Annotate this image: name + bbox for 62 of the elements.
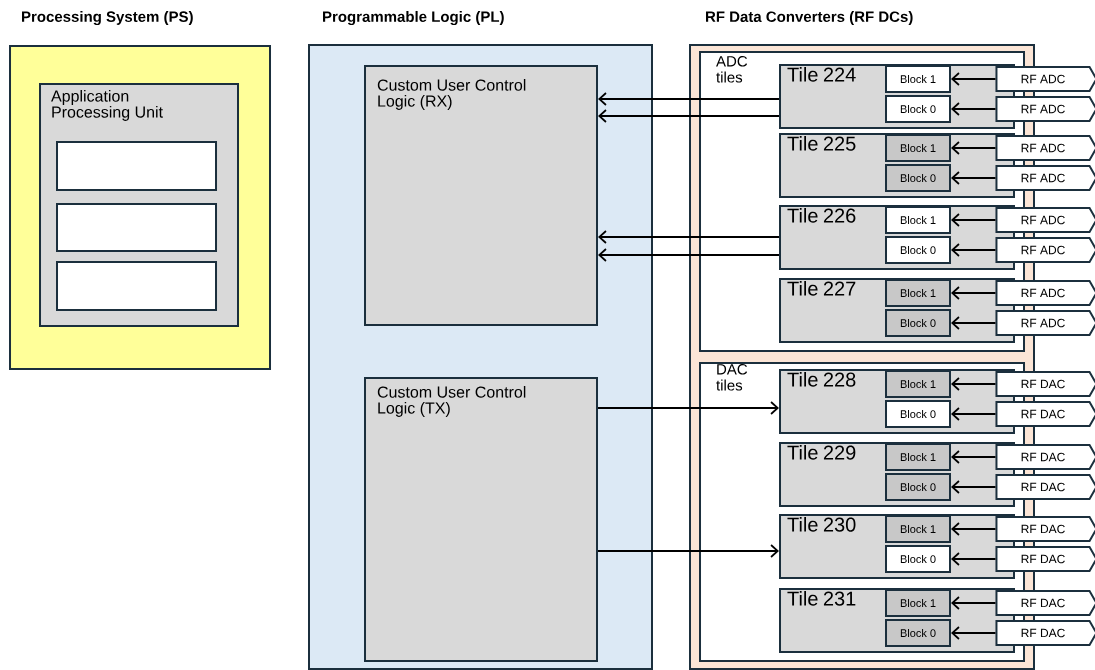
arrow	[951, 141, 997, 155]
arrow	[951, 450, 997, 464]
arrow	[951, 626, 997, 640]
arrow	[951, 102, 997, 116]
port-tag: RF ADC	[995, 135, 1095, 161]
port-tag: RF ADC	[995, 96, 1095, 122]
layer-box	[56, 261, 217, 311]
arrow	[598, 230, 780, 244]
logic-box: Custom User Control Logic (RX)	[364, 65, 598, 326]
port-tag: RF DAC	[995, 546, 1095, 572]
block-box: Block 1	[885, 370, 951, 398]
port-tag: RF DAC	[995, 371, 1095, 397]
arrow	[951, 171, 997, 185]
port-tag: RF DAC	[995, 590, 1095, 616]
block-box: Block 0	[885, 164, 951, 192]
arrow	[951, 596, 997, 610]
block-box: Block 1	[885, 65, 951, 93]
port-tag: RF DAC	[995, 401, 1095, 427]
logic-box: Custom User Control Logic (TX)	[364, 377, 598, 662]
arrow	[598, 109, 780, 123]
arrow	[951, 480, 997, 494]
block-box: Block 0	[885, 400, 951, 428]
arrow	[951, 72, 997, 86]
block-box: Block 1	[885, 206, 951, 234]
arrow	[598, 92, 780, 106]
block-box: Block 1	[885, 589, 951, 617]
arrow	[951, 377, 997, 391]
arrow	[951, 243, 997, 257]
arrow	[951, 286, 997, 300]
port-tag: RF ADC	[995, 310, 1095, 336]
section-heading: RF Data Converters (RF DCs)	[706, 11, 913, 25]
port-tag: RF DAC	[995, 474, 1095, 500]
arrow	[951, 213, 997, 227]
arrow	[951, 552, 997, 566]
arrow	[951, 522, 997, 536]
section-heading: Processing System (PS)	[22, 10, 193, 25]
port-tag: RF ADC	[995, 165, 1095, 191]
port-tag: RF DAC	[995, 516, 1095, 542]
block-box: Block 1	[885, 515, 951, 543]
section-heading: Programmable Logic (PL)	[323, 10, 504, 25]
port-tag: RF ADC	[995, 207, 1095, 233]
arrow	[597, 544, 779, 558]
port-tag: RF ADC	[995, 237, 1095, 263]
block-box: Block 1	[885, 134, 951, 162]
layer-box	[56, 141, 217, 191]
block-box: Block 0	[885, 619, 951, 647]
port-tag: RF DAC	[995, 444, 1095, 470]
block-box: Block 0	[885, 95, 951, 123]
block-box: Block 0	[885, 473, 951, 501]
layer-box	[56, 203, 217, 252]
block-box: Block 0	[885, 236, 951, 264]
block-box: Block 1	[885, 443, 951, 471]
port-tag: RF DAC	[995, 620, 1095, 646]
port-tag: RF ADC	[995, 280, 1095, 306]
arrow	[951, 316, 997, 330]
block-box: Block 0	[885, 545, 951, 573]
arrow	[951, 407, 997, 421]
block-box: Block 1	[885, 279, 951, 307]
block-box: Block 0	[885, 309, 951, 337]
arrow	[597, 401, 779, 415]
port-tag: RF ADC	[995, 66, 1095, 92]
arrow	[598, 248, 780, 262]
